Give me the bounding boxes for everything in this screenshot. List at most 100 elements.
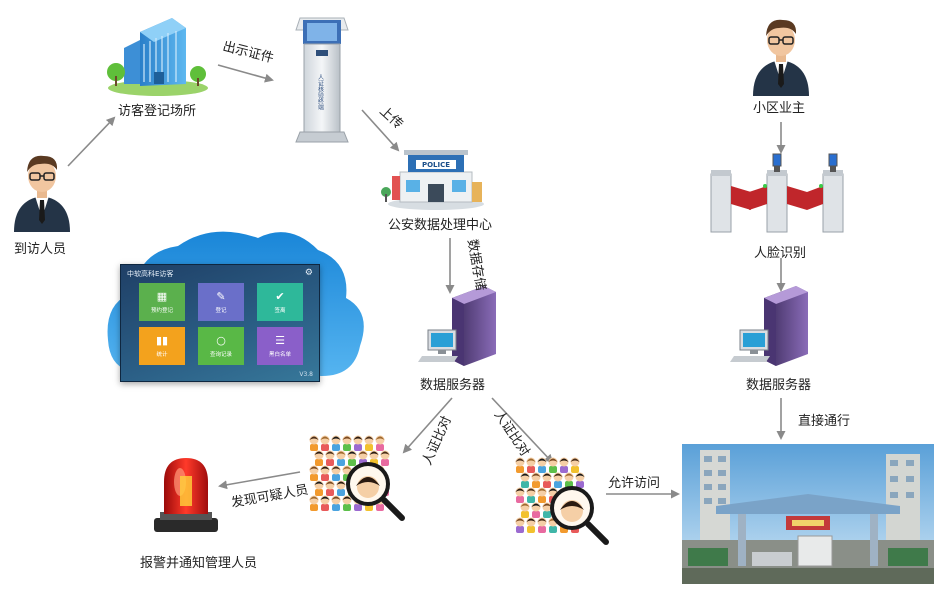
crowd-person-hair [531,503,541,507]
crowd-person-body [321,504,329,511]
crowd-person-body [343,444,351,451]
crowd-person-body [527,496,535,503]
app-tile-label: 统计 [156,351,168,358]
crowd-person-hair [358,451,368,455]
crowd-person-hair [364,436,374,440]
crowd-person-body [348,459,356,466]
crowd-person-body [543,511,551,518]
crowd-person-hair [342,466,352,470]
police-sign-text: POLICE [422,161,450,169]
gear-icon[interactable]: ⚙ [304,268,313,278]
crowd-person-body [549,466,557,473]
crowd-person-body [315,489,323,496]
crowd-person-body [527,466,535,473]
crowd-person-hair [548,458,558,462]
crowd-person-body [332,444,340,451]
kiosk-side-label: 人证核验终端 [317,74,324,111]
app-tile[interactable]: ○ 查询记录 [198,327,244,365]
arrow-server-to-crowd-left [402,397,453,454]
crowd-person-hair [520,473,530,477]
node-label-visitor: 到访人员 [14,242,67,257]
crowd-person-hair [336,481,346,485]
crowd-person-body [354,444,362,451]
crowd-person-hair [325,451,335,455]
magnifier-icon: ○ [216,333,226,347]
app-tile[interactable]: ☰黑白名单 [257,327,303,365]
crowd-person-hair [515,458,525,462]
crowd-person-body [521,481,529,488]
app-tile-label: 查询记录 [209,351,232,358]
node-label-reg-place: 访客登记场所 [118,104,197,119]
edge-label-show-id: 出示证件 [221,39,275,66]
id-kiosk-icon: 人证核验终端 [295,17,349,143]
crowd-person-body [516,526,524,533]
magnifier-handle [585,521,609,545]
crowd-person-body [576,481,584,488]
crowd-person-hair [320,496,330,500]
crowd-person-hair [320,466,330,470]
crowd-person-body [549,526,557,533]
visitor-person-icon [14,155,70,232]
crowd-person-hair [347,451,357,455]
app-tile-label: 登记 [215,307,227,314]
node-label-police: 公安数据处理中心 [388,218,493,233]
node-label-alarm: 报警并通知管理人员 [140,556,258,571]
crowd-person-hair [314,481,324,485]
crowd-left-icon [309,435,405,521]
bar-chart-icon: ▮▮ [155,333,169,347]
app-tile[interactable]: ▦ 预约登记 [139,283,185,321]
crowd-person-body [332,474,340,481]
node-label-server-right: 数据服务器 [746,378,812,393]
edge-label-found-suspect: 发现可疑人员 [230,482,310,511]
crowd-person-hair [375,436,385,440]
app-tile[interactable]: ✎ 登记 [198,283,244,321]
magnified-hair [356,477,380,486]
crowd-person-body [337,459,345,466]
node-label-server-mid: 数据服务器 [420,378,486,393]
crowd-person-body [376,444,384,451]
edge-label-pass-direct: 直接通行 [798,414,851,429]
visitor-app-screen: 中软高科E访客 ⚙ ▦预约登记✎登记✔签离▮▮统计○查询记录☰黑白名单 V3.8 [120,264,320,382]
app-tile[interactable]: ▮▮ 统计 [139,327,185,365]
crowd-person-body [310,474,318,481]
arrow-visitor-to-reg [67,116,116,167]
crowd-person-hair [342,496,352,500]
arrow-kiosk-to-police [361,109,400,152]
crowd-person-hair [537,458,547,462]
crowd-person-hair [559,458,569,462]
calendar-icon: ▦ [156,289,168,303]
crowd-person-hair [542,473,552,477]
crowd-person-hair [526,458,536,462]
arrow-server-to-crowd-right [491,397,554,464]
police-station-icon: POLICE [381,150,484,210]
edit-icon: ✎ [216,289,226,303]
crowd-person-body [315,459,323,466]
crowd-person-body [376,504,384,511]
crowd-person-hair [320,436,330,440]
crowd-person-hair [564,473,574,477]
database-server-icon [418,286,496,366]
crowd-person-hair [309,466,319,470]
alarm-siren-icon [154,458,218,532]
app-tile-label: 签离 [274,307,286,314]
app-title: 中软高科E访客 [127,270,174,278]
crowd-person-hair [331,436,341,440]
crowd-person-hair [336,451,346,455]
crowd-person-body [521,511,529,518]
crowd-person-hair [575,473,585,477]
crowd-person-body [571,466,579,473]
app-tile[interactable]: ✔签离 [257,283,303,321]
crowd-person-hair [309,496,319,500]
crowd-person-hair [353,436,363,440]
crowd-person-body [516,466,524,473]
turnstile-gate-icon [710,153,844,233]
crowd-person-body [354,504,362,511]
app-tile-label: 预约登记 [150,307,173,314]
crowd-person-hair [380,451,390,455]
crowd-person-hair [325,481,335,485]
crowd-person-hair [570,458,580,462]
crowd-person-body [321,444,329,451]
crowd-person-body [326,459,334,466]
